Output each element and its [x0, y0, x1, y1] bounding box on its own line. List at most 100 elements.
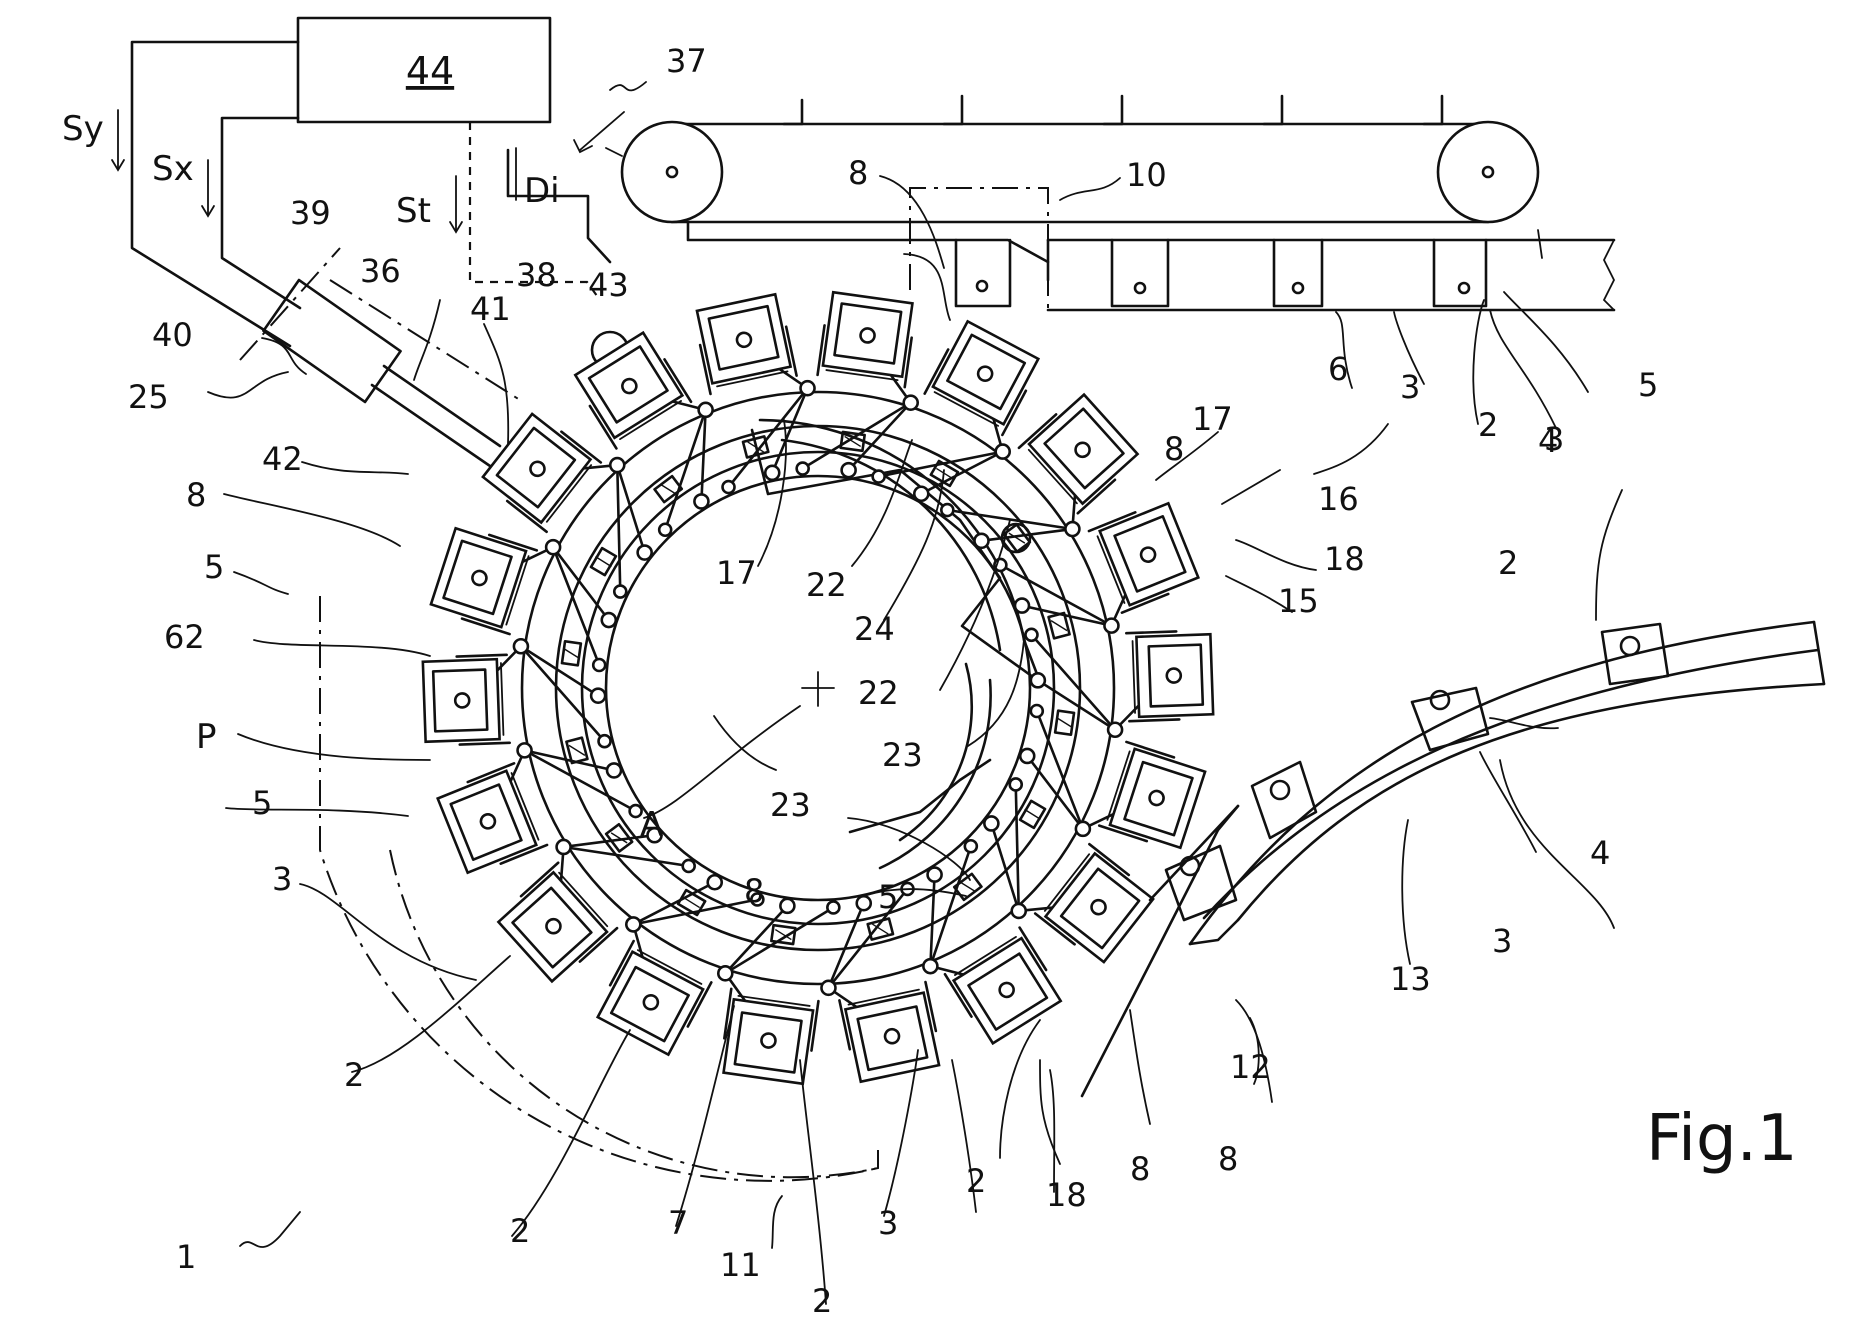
- arm-pivot: [984, 816, 998, 830]
- arm-pivot: [1076, 822, 1090, 836]
- arm-link: [1027, 756, 1083, 829]
- numeral: 2: [812, 1282, 832, 1320]
- numeral: 37: [666, 42, 707, 80]
- arm-pivot: [607, 763, 621, 777]
- signal-sx: Sx: [152, 149, 194, 189]
- numeral: 38: [516, 256, 557, 294]
- arm-pivot: [514, 639, 528, 653]
- gripper-base: [501, 663, 504, 735]
- numeral: 5: [878, 878, 898, 916]
- gripper-body: [933, 321, 1038, 424]
- numeral: 22: [858, 674, 899, 712]
- ring-block-hatch: [960, 882, 976, 892]
- ring-block: [1055, 711, 1074, 735]
- arm-link: [617, 465, 620, 592]
- numeral: 24: [854, 610, 895, 648]
- arm-pivot: [873, 471, 885, 483]
- arm-pivot: [1025, 629, 1037, 641]
- numeral: 8: [848, 154, 868, 192]
- ring-block-hatch: [660, 484, 676, 494]
- gripper-body: [697, 294, 791, 383]
- arm-pivot: [659, 524, 671, 536]
- arm-pivot: [1065, 522, 1079, 536]
- arm-pivot: [1108, 723, 1122, 737]
- ring-block: [771, 925, 795, 944]
- arm-pivot: [602, 613, 616, 627]
- gripper-head: [1089, 500, 1200, 613]
- gripper-head: [1019, 392, 1140, 514]
- ring-block: [562, 641, 581, 665]
- signal-di: Di: [524, 171, 560, 211]
- figure-caption: Fig.1: [1646, 1102, 1798, 1176]
- ring-block-hatch: [1057, 718, 1073, 728]
- numeral: 16: [1318, 480, 1359, 518]
- numeral: 13: [1390, 960, 1431, 998]
- numeral: 3: [272, 860, 292, 898]
- numeral: 6: [1328, 350, 1348, 388]
- numeral: 2: [1478, 406, 1498, 444]
- gripper-head: [1035, 844, 1155, 965]
- gripper-head: [496, 863, 617, 985]
- arm-pivot: [591, 689, 605, 703]
- numeral: 3: [878, 1204, 898, 1242]
- arm-pivot: [518, 743, 532, 757]
- numeral: 8: [1218, 1140, 1238, 1178]
- numeral: 5: [204, 548, 224, 586]
- arm-pivot: [593, 659, 605, 671]
- path-label-p: P: [196, 717, 217, 757]
- numeral: 36: [360, 252, 401, 290]
- numeral: 41: [470, 290, 511, 328]
- arm-pivot: [614, 586, 626, 598]
- numeral: 18: [1324, 540, 1365, 578]
- arm-pivot: [557, 840, 571, 854]
- wheel-axis-A: [802, 672, 834, 706]
- gripper-side: [1129, 719, 1179, 721]
- arm-link: [1016, 784, 1019, 911]
- arm-link: [803, 403, 911, 469]
- gripper-body: [954, 938, 1061, 1043]
- leader-lines: [208, 82, 1622, 1304]
- gripper-side: [1126, 631, 1176, 633]
- numeral: 8: [1130, 1150, 1150, 1188]
- numeral: 42: [262, 440, 303, 478]
- upper-conveyor-6: [606, 96, 1614, 310]
- numeral: 22: [806, 566, 847, 604]
- arm-pivot: [718, 966, 732, 980]
- gripper-head: [430, 524, 537, 634]
- arm-pivot: [626, 917, 640, 931]
- arm-link: [564, 847, 689, 866]
- arm-pivot: [723, 481, 735, 493]
- arm-pivot: [797, 463, 809, 475]
- arm-pivot: [965, 840, 977, 852]
- numeral: 2: [344, 1056, 364, 1094]
- numeral: 7: [668, 1204, 688, 1242]
- arm-pivot: [941, 504, 953, 516]
- ring-block-hatch: [563, 648, 579, 658]
- numeral: 8: [186, 476, 206, 514]
- ring-block-hatch: [684, 898, 700, 908]
- arm-pivot: [1104, 619, 1118, 633]
- gripper-body: [1100, 503, 1199, 605]
- numeral: 8: [744, 872, 764, 910]
- numeral: 15: [1278, 582, 1319, 620]
- arm-pivot: [1015, 599, 1029, 613]
- gripper-head: [720, 989, 819, 1084]
- arm-pivot: [928, 868, 942, 882]
- arm-pivot: [683, 860, 695, 872]
- arm-pivot: [599, 735, 611, 747]
- arm-pivot: [923, 959, 937, 973]
- gripper-body: [845, 993, 939, 1082]
- numeral: 5: [252, 784, 272, 822]
- arm-pivot: [842, 463, 856, 477]
- gripper-base: [1133, 641, 1136, 713]
- arm-link: [553, 547, 609, 620]
- arm-pivot: [765, 466, 779, 480]
- arm-pivot: [1010, 778, 1022, 790]
- numeral: 39: [290, 194, 331, 232]
- numeral: 12: [1230, 1048, 1271, 1086]
- arm-pivot: [827, 901, 839, 913]
- numeral: 43: [588, 266, 629, 304]
- numeral: 11: [720, 1246, 761, 1284]
- gripper-side: [460, 743, 510, 745]
- gripper-head: [594, 941, 711, 1056]
